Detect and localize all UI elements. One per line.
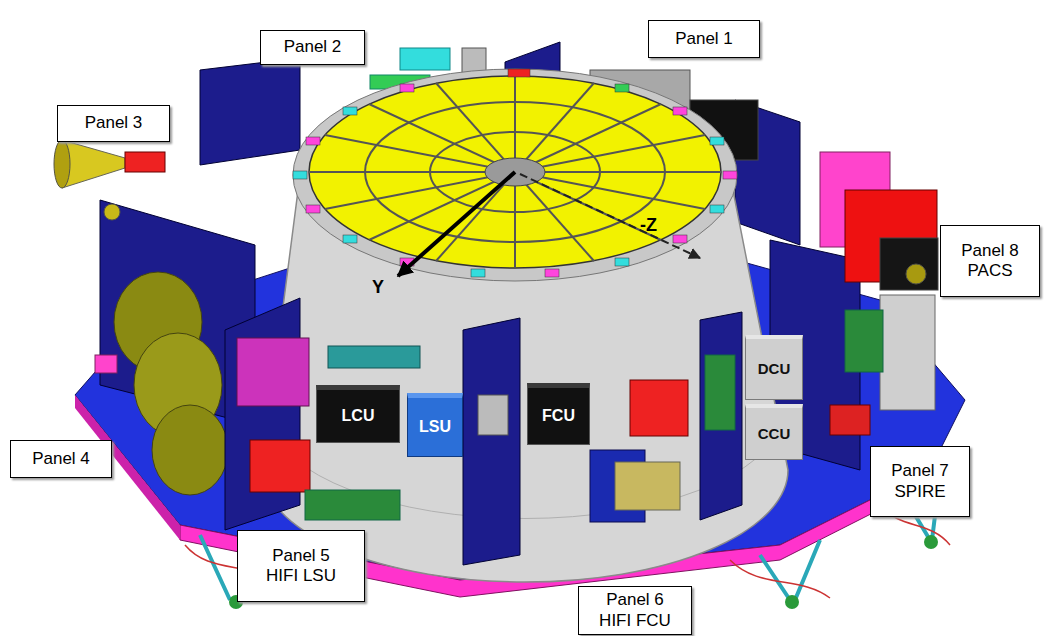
antenna-dish <box>152 405 228 495</box>
horn-mouth <box>54 140 70 188</box>
equipment-box <box>478 395 508 435</box>
bracket <box>306 205 320 213</box>
horn-antenna <box>62 140 125 188</box>
panel-label-box: Panel 1 <box>648 20 760 58</box>
panel-label-box: Panel 8PACS <box>940 225 1040 297</box>
equipment-box <box>250 440 310 492</box>
bracket <box>400 84 414 92</box>
top-rim <box>293 69 737 281</box>
spoke <box>515 104 661 172</box>
panel-label-box: Panel 2 <box>260 30 365 65</box>
bracket <box>508 69 530 77</box>
panel-label: Panel 5 <box>272 546 330 566</box>
panel-label-box: Panel 4 <box>10 440 112 478</box>
bracket <box>615 84 629 92</box>
side-panel <box>225 298 300 530</box>
equipment-box <box>880 295 935 410</box>
bracket <box>710 205 724 213</box>
front-panels <box>225 298 742 565</box>
equipment-box <box>400 48 450 70</box>
equipment-unit: LSU <box>407 393 463 457</box>
bracket <box>615 258 629 266</box>
equipment-box <box>95 355 117 373</box>
panel-label: HIFI FCU <box>599 611 671 631</box>
panel-label-box: Panel 3 <box>57 105 170 142</box>
equipment-box <box>630 380 688 436</box>
leg <box>760 540 820 600</box>
spoke <box>325 172 515 209</box>
axis-label: Y <box>372 278 384 298</box>
bracket <box>673 235 687 243</box>
equipment-box <box>125 152 165 172</box>
equipment-box <box>880 238 938 290</box>
equipment-unit: FCU <box>527 383 590 445</box>
axis-label: -Z <box>640 216 657 236</box>
spoke <box>369 104 515 172</box>
equipment-box <box>328 346 420 368</box>
bracket <box>545 269 559 277</box>
equipment-unit: DCU <box>745 335 803 400</box>
rim-brackets <box>293 69 737 277</box>
leg-foot <box>785 595 799 609</box>
unit-label: CCU <box>758 425 791 443</box>
panel-label: SPIRE <box>894 482 945 502</box>
spoke <box>309 171 515 173</box>
equipment-box <box>705 355 735 430</box>
bracket <box>673 107 687 115</box>
panel-label: Panel 2 <box>284 37 342 57</box>
panel-label-box: Panel 5HIFI LSU <box>237 530 365 602</box>
panel-label: Panel 3 <box>85 113 143 133</box>
spoke <box>369 172 515 240</box>
equipment-box <box>615 462 680 510</box>
bracket <box>471 269 485 277</box>
bracket <box>306 137 320 145</box>
y-axis-arrow <box>398 172 515 276</box>
equipment-box <box>845 310 883 372</box>
bracket <box>710 137 724 145</box>
spoke <box>515 135 705 172</box>
side-panel <box>700 312 742 520</box>
unit-label: LSU <box>419 417 451 436</box>
bracket <box>343 107 357 115</box>
side-panel <box>200 58 300 165</box>
z-axis-arrow <box>520 174 700 258</box>
equipment-box <box>830 405 870 435</box>
equipment-box <box>305 490 400 520</box>
unit-label: DCU <box>758 360 791 378</box>
connector-disc <box>906 264 926 284</box>
panel-label: Panel 7 <box>891 461 949 481</box>
leg-foot <box>924 535 938 549</box>
panel-label: Panel 1 <box>675 29 733 49</box>
bracket <box>723 171 737 179</box>
panel-label: Panel 4 <box>32 449 90 469</box>
panel-label: PACS <box>967 261 1012 281</box>
spoke <box>515 171 721 173</box>
connector-disc <box>104 204 120 220</box>
equipment-box <box>237 338 309 406</box>
panel-label: Panel 6 <box>606 590 664 610</box>
equipment-unit: CCU <box>745 404 803 460</box>
wire <box>730 560 830 598</box>
panel-label: HIFI LSU <box>266 566 336 586</box>
unit-label: FCU <box>542 406 575 425</box>
bracket <box>343 235 357 243</box>
panel-label: Panel 8 <box>961 241 1019 261</box>
side-panel <box>463 318 520 565</box>
panel-label-box: Panel 7SPIRE <box>870 446 970 517</box>
unit-label: LCU <box>342 406 375 425</box>
bracket <box>293 171 307 179</box>
panel-label-box: Panel 6HIFI FCU <box>578 586 692 635</box>
equipment-unit: LCU <box>316 385 400 443</box>
